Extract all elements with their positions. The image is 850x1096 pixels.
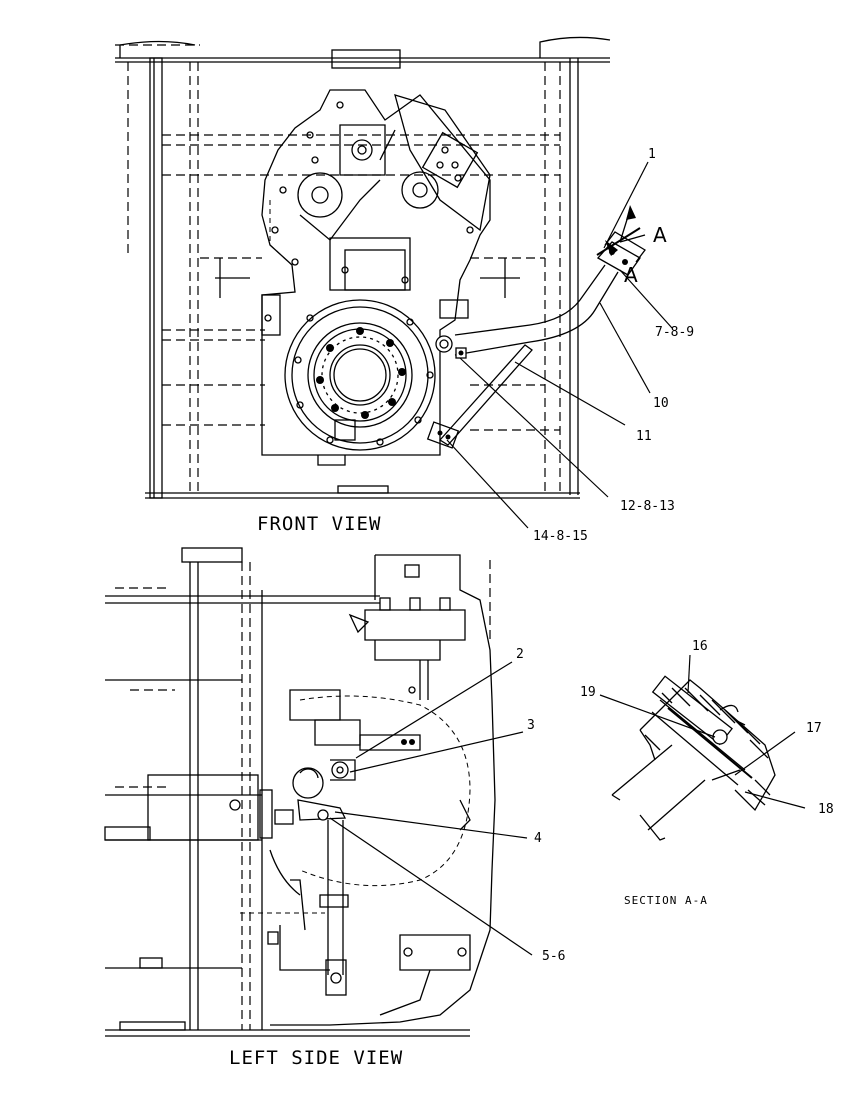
section-cut-marker: A A [596,205,667,287]
side-leaders [329,661,533,956]
section-letter-top: A [653,223,667,247]
callout-11: 11 [636,429,652,444]
callout-16: 16 [692,639,708,654]
left-side-view: 2 3 4 5-6 LEFT SIDE VIEW [104,547,565,1069]
callout-17: 17 [806,721,822,736]
callout-7-8-9: 7-8-9 [655,325,694,340]
callout-18: 18 [818,802,834,817]
front-leaders [446,161,673,529]
side-frame [104,547,470,1037]
flywheel [284,299,436,466]
section-leaders [599,654,806,809]
callout-3: 3 [527,718,535,733]
flywheel-housing [261,89,491,456]
callout-1: 1 [648,147,656,162]
breather-tube [426,231,646,449]
front-view: A A 1 7-8-9 10 11 12-8-13 14-8-15 FRONT … [115,36,694,544]
callout-14-8-15: 14-8-15 [533,529,588,544]
left-side-view-title: LEFT SIDE VIEW [229,1047,403,1069]
front-view-title: FRONT VIEW [257,513,381,535]
callout-5-6: 5-6 [542,949,565,964]
engine-body [240,554,496,1026]
callout-2: 2 [516,647,524,662]
callout-12-8-13: 12-8-13 [620,499,675,514]
section-a-a: 16 19 17 18 SECTION A-A [580,639,834,907]
section-a-a-title: SECTION A-A [624,894,708,907]
section-letter-bottom: A [624,263,638,287]
section-body [611,675,776,841]
callout-10: 10 [653,396,669,411]
callout-19: 19 [580,685,596,700]
callout-4: 4 [534,831,542,846]
